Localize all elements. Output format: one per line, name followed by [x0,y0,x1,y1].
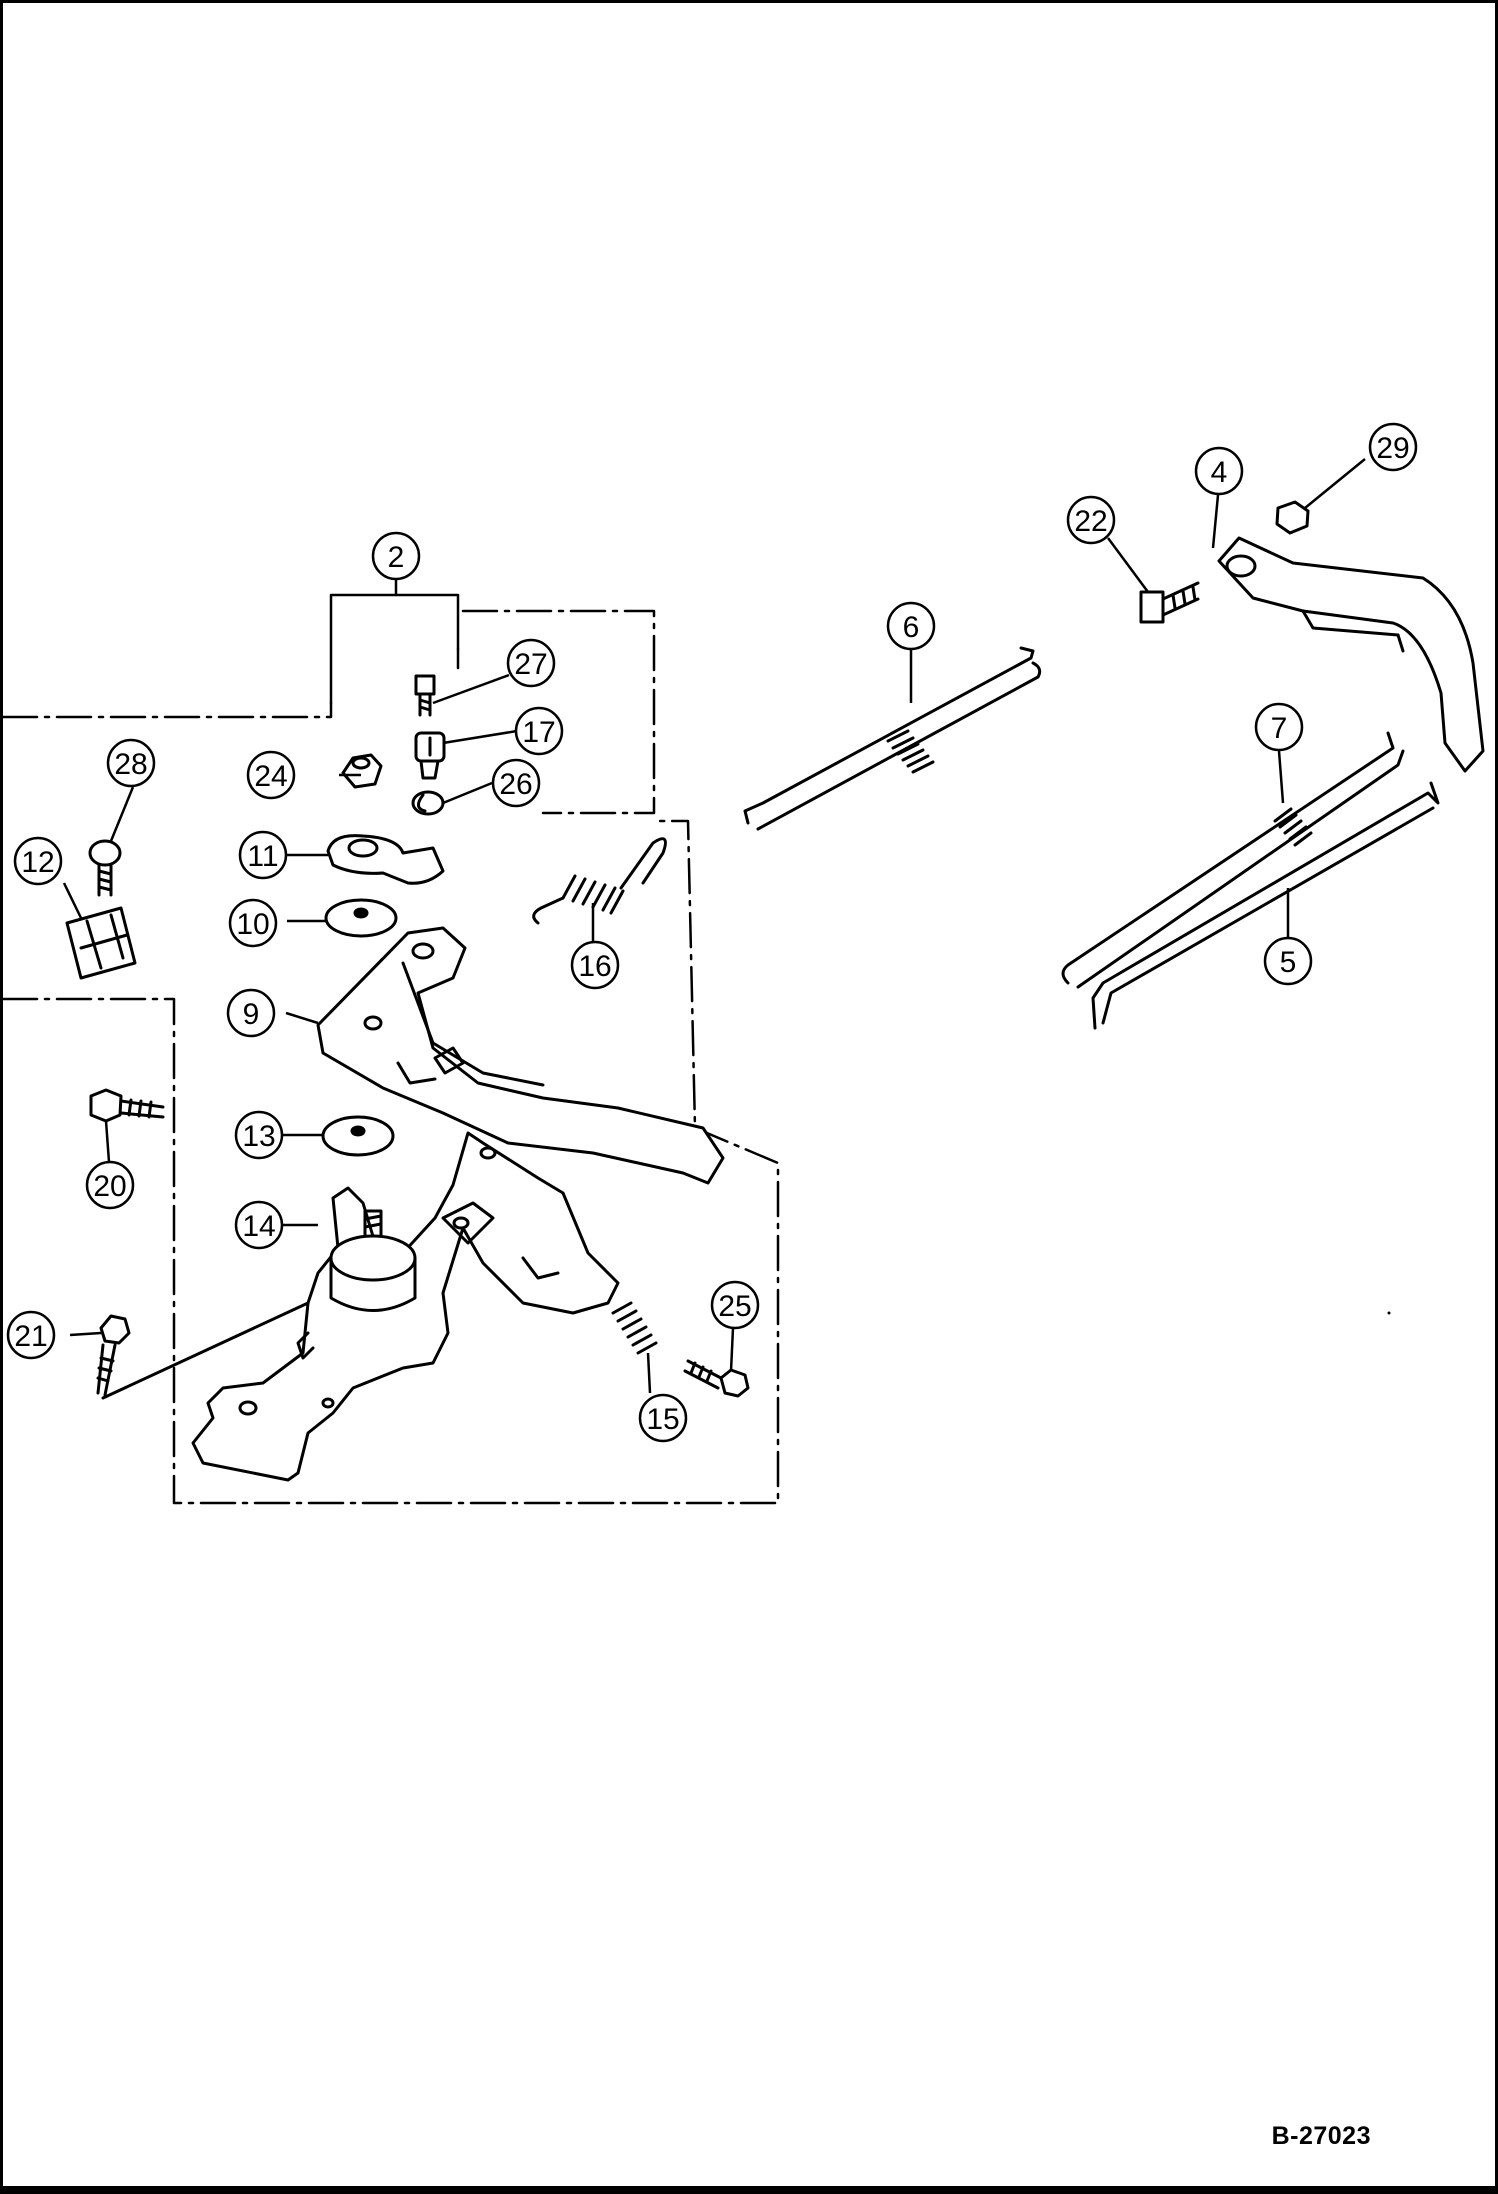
exploded-parts-diagram: 2 4 5 6 7 9 10 11 12 13 14 15 16 17 20 2… [3,422,1485,1505]
callout-25: 25 [710,1280,760,1330]
callout-label: 7 [1271,712,1288,745]
callout-28: 28 [106,738,156,788]
callout-21: 21 [6,1310,56,1360]
spring-part [532,837,667,925]
callout-label: 28 [114,748,147,781]
callout-label: 9 [243,998,260,1031]
clip-part [414,731,446,780]
callout-5: 5 [1263,936,1313,986]
callout-6: 6 [886,601,936,651]
callout-2-bracket [329,576,460,705]
washer-part [324,898,398,938]
figure-code: B-27023 [1271,2122,1371,2150]
callout-label: 16 [578,950,611,983]
callout-label: 21 [14,1320,47,1353]
callout-29: 29 [1368,422,1418,472]
callout-label: 20 [93,1170,126,1203]
callout-9: 9 [226,988,276,1038]
callout-label: 29 [1376,432,1409,465]
leader-lines [62,458,1366,1394]
callout-11: 11 [238,830,288,880]
spring-rod-part [743,646,1042,831]
callout-label: 17 [522,716,555,749]
callout-label: 4 [1211,456,1228,489]
callout-label: 26 [499,768,532,801]
callout-label: 10 [236,908,269,941]
callout-label: 27 [514,648,547,681]
callout-label: 5 [1280,946,1297,979]
screw-part [88,839,122,897]
screw-part [96,1301,310,1400]
callout-4: 4 [1194,446,1244,496]
callout-27: 27 [506,638,556,688]
cam-part [326,834,445,885]
callout-label: 11 [247,840,278,873]
callout-24: 24 [246,750,296,800]
callout-label: 12 [21,846,54,879]
spring-rod-part [1061,731,1405,989]
callout-17: 17 [514,706,564,756]
washer-part [411,790,445,816]
callout-label: 15 [646,1403,679,1436]
callout-7: 7 [1254,702,1304,752]
callout-label: 25 [718,1290,751,1323]
nut-part [341,753,383,789]
rod-part [1091,781,1440,1030]
callout-14: 14 [234,1200,284,1250]
screw-part [414,674,436,717]
bolt-part [683,1359,750,1398]
callout-13: 13 [234,1110,284,1160]
washer-part [321,1115,395,1157]
callout-22: 22 [1066,495,1116,545]
assembly-boundary [3,609,780,1505]
callout-16: 16 [570,940,620,990]
callout-10: 10 [228,898,278,948]
callout-12: 12 [13,836,63,886]
callout-20: 20 [85,1160,135,1210]
clip-part [65,906,137,980]
callout-label: 22 [1074,505,1107,538]
callout-2: 2 [371,531,421,581]
lever-plate-part [316,926,725,1185]
bolt-part [1139,581,1200,624]
callout-label: 14 [242,1210,275,1243]
callout-15: 15 [638,1393,688,1443]
lever-arm-part [1217,536,1485,773]
callout-label: 2 [388,541,405,574]
speck [1387,1311,1391,1315]
base-bracket-part [191,1131,620,1482]
spring-part [611,1301,658,1355]
bolt-part [89,1088,165,1123]
callout-26: 26 [491,758,541,808]
nut-part [1275,500,1310,535]
callout-label: 24 [254,760,287,793]
callout-label: 6 [903,611,920,644]
callout-label: 13 [242,1120,275,1153]
